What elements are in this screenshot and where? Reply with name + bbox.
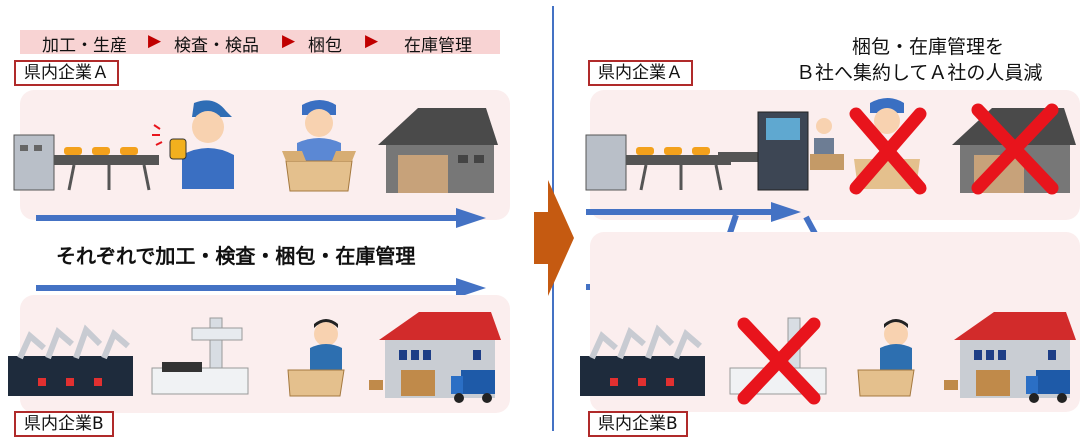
packing-worker-b-right-icon [857,319,915,397]
process-flow-band [20,30,500,54]
process-arrow-3: ▶ [365,31,379,51]
process-step-1: 加工・生産 [42,36,127,56]
robot-arm-line-icon [8,324,133,396]
packing-worker-b-icon [287,319,345,397]
packing-worker-icon [282,100,356,192]
robot-arm-line-right-icon [580,324,705,396]
transition-arrow [534,180,574,296]
process-step-4: 在庫管理 [404,36,472,56]
process-arrow-2: ▶ [282,31,296,51]
conveyor-machine-icon [13,134,159,191]
process-step-3: 梱包 [308,36,342,56]
cross-mark-icon [971,103,1059,195]
process-step-2: 検査・検品 [174,36,259,56]
company-b-label-right: 県内企業B [588,411,688,437]
right-caption-line2: Ｂ社へ集約してＡ社の人員減 [796,62,1043,84]
inspector-worker-icon [152,100,234,189]
inspection-machine-icon [151,317,249,395]
cross-mark-icon [849,107,927,195]
company-b-label-left: 県内企業B [14,411,114,437]
warehouse-icon [378,108,498,193]
conveyor-machine-right-icon [585,134,731,191]
auto-inspection-machine-icon [718,111,844,191]
company-a-label-left: 県内企業Ａ [14,60,119,86]
right-caption-line1: 梱包・在庫管理を [852,36,1005,58]
process-arrow-1: ▶ [148,31,162,51]
cross-mark-icon [737,317,821,405]
company-a-label-right: 県内企業Ａ [588,60,693,86]
warehouse-truck-icon [369,312,501,403]
left-middle-caption: それぞれで加工・検査・梱包・在庫管理 [56,244,416,268]
warehouse-truck-right-icon [944,312,1076,403]
flow-arrow-left-b [36,278,486,298]
flow-arrow-left-a [36,208,486,228]
